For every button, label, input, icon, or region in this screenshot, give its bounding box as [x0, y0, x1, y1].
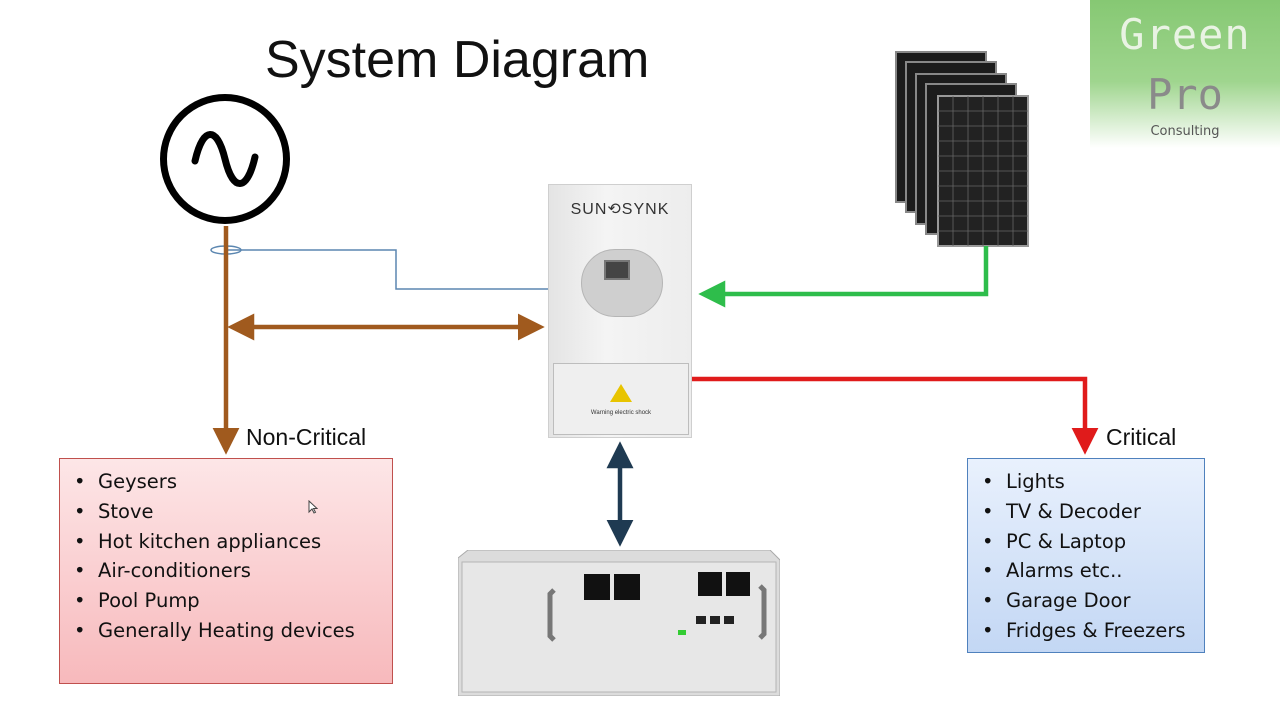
critical-loads-box: •Lights •TV & Decoder •PC & Laptop •Alar… [967, 458, 1205, 653]
list-item: •Garage Door [982, 589, 1131, 613]
logo-line-pro: Pro [1147, 70, 1223, 119]
non-critical-label: Non-Critical [246, 424, 367, 450]
inverter-brand: SUN⟲SYNK [570, 201, 670, 218]
critical-label: Critical [1106, 424, 1177, 450]
list-item: •Lights [982, 470, 1065, 493]
mouse-cursor-icon [308, 499, 319, 517]
list-item: •Pool Pump [74, 589, 200, 613]
list-item: •TV & Decoder [982, 499, 1141, 523]
warning-icon [610, 384, 632, 402]
non-critical-loads-box: •Geysers •Stove •Hot kitchen appliances … [59, 458, 393, 684]
list-item: •Air-conditioners [74, 559, 251, 583]
list-item: •PC & Laptop [982, 529, 1127, 553]
inverter-terminal-cover: Warning electric shock [553, 363, 689, 435]
list-item: •Generally Heating devices [74, 618, 355, 642]
list-item: •Geysers [74, 470, 177, 493]
inverter-screen [604, 260, 630, 280]
sunsynk-inverter: SUN⟲SYNK Warning electric shock [548, 184, 692, 438]
list-item: •Alarms etc.. [982, 559, 1123, 583]
diagram-title: System Diagram [265, 31, 650, 89]
ct-sense-wire [226, 249, 548, 290]
list-item: •Stove [74, 499, 154, 523]
logo-line-consulting: Consulting [1150, 124, 1220, 139]
inverter-to-critical-arrow [692, 376, 1099, 455]
green-pro-logo: Green Pro Consulting [1090, 0, 1280, 148]
inverter-warning-text: Warning electric shock [590, 410, 652, 416]
battery-rack-icon [458, 550, 780, 696]
inverter-control-panel [581, 249, 663, 317]
list-item: •Hot kitchen appliances [74, 529, 322, 553]
list-item: •Fridges & Freezers [982, 618, 1186, 642]
logo-line-green: Green [1119, 10, 1251, 59]
ac-grid-icon [160, 94, 290, 224]
solar-panels [895, 51, 1029, 247]
solar-to-inverter-arrow [698, 246, 989, 308]
